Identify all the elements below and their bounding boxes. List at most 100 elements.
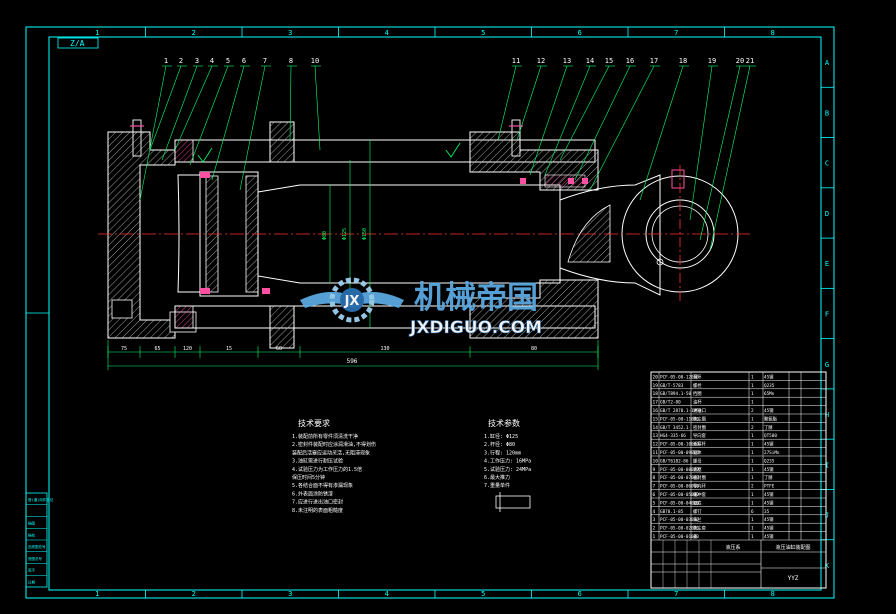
bom-desc: 活塞杆 (693, 441, 707, 448)
column-label-top: 8 (771, 29, 775, 37)
cylinder-section-view: Φ80 Φ125 Φ150 (98, 119, 752, 349)
grid-ticks (26, 27, 834, 598)
bom-index: 2 (653, 526, 656, 532)
part-balloon-label: 21 (746, 57, 754, 65)
bom-material: 45钢 (764, 491, 773, 498)
bom-desc: 耳环 (693, 374, 702, 380)
part-balloon-label: 6 (242, 57, 246, 65)
column-label-top: 1 (95, 29, 99, 37)
signoff-field: 日期 (28, 579, 35, 584)
bom-material: 45钢 (764, 407, 773, 414)
column-label-bottom: 6 (578, 590, 582, 598)
row-label: I (825, 461, 829, 469)
column-label-top: 5 (481, 29, 485, 37)
part-balloon-label: 2 (179, 57, 183, 65)
scale-box-label: Z/A (70, 39, 85, 48)
dim-total-label: 596 (347, 358, 358, 365)
column-label-bottom: 3 (288, 590, 292, 598)
bom-index: 3 (653, 517, 656, 523)
dim-segment-label: 130 (380, 346, 389, 352)
bom-qty: 1 (751, 526, 754, 532)
roughness-symbol-1 (197, 147, 213, 163)
part-balloon-label: 8 (289, 57, 293, 65)
signoff-field: 描校 (28, 532, 35, 537)
bom-code: HG4-335-66 (660, 433, 686, 439)
tech-param-line: 7.重量单件 (484, 482, 510, 489)
bom-qty: 1 (751, 416, 754, 422)
tech-param-line: 6.最大推力 (484, 474, 510, 481)
column-label-top: 7 (674, 29, 678, 37)
bom-code: PCF-05-00-04000 (660, 500, 699, 506)
part-balloon-label: 19 (708, 57, 716, 65)
bom-qty: 1 (751, 500, 754, 506)
bom-material: 45钢 (764, 516, 773, 523)
bom-material: Q235 (764, 383, 775, 389)
watermark-cn: 机械帝国 (414, 280, 538, 316)
column-label-bottom: 7 (674, 590, 678, 598)
bom-desc: 油杯 (693, 399, 702, 406)
scale-box (57, 37, 99, 49)
tech-param-line: 4.工作压力: 16MPa (484, 458, 531, 465)
bom-qty: 2 (751, 484, 754, 490)
bom-qty: 1 (751, 374, 754, 380)
roughness-symbol-2 (445, 142, 461, 158)
watermark-en: JXDIGUO.COM (409, 318, 542, 338)
dim-segment-label: 80 (531, 346, 537, 352)
bom-material: 45钢 (764, 533, 773, 540)
bom-code: PCF-05-00-12000 (660, 374, 699, 380)
bom-org: 液压系 (725, 544, 740, 551)
flange-bottom (269, 305, 295, 349)
bom-code: PCF-05-00-08000 (660, 467, 699, 473)
seal-marker-6 (200, 172, 210, 178)
part-balloon-label: 14 (586, 57, 594, 65)
column-label-top: 2 (192, 29, 196, 37)
watermark-gear-hub (340, 288, 364, 312)
bolt-left (132, 119, 142, 157)
rod-eye-retainer (656, 258, 664, 266)
bom-index: 4 (653, 509, 656, 515)
bom-desc: 进油口 (693, 407, 706, 414)
dim-segment-label: 60 (276, 346, 282, 352)
bom-code: PCF-05-00-06000 (660, 484, 699, 490)
bom-desc: 缸体 (693, 449, 702, 456)
bom-qty: 2 (751, 425, 754, 431)
column-label-bottom: 8 (771, 590, 775, 598)
bom-material: 45钢 (764, 499, 773, 506)
bom-material: 27SiMn (764, 450, 780, 456)
bom-index: 19 (653, 383, 659, 389)
barrel-top-hatch-left (174, 139, 194, 163)
bom-qty: 1 (751, 450, 754, 456)
part-balloon-label: 11 (512, 57, 520, 65)
part-balloon-label: 3 (195, 57, 199, 65)
tech-param-line: 1.缸径: Φ125 (484, 433, 518, 440)
signoff-field: 底图总号 (28, 556, 42, 561)
bom-index: 8 (653, 475, 656, 481)
column-label-bottom: 5 (481, 590, 485, 598)
cylinder-bottom-cap (107, 131, 176, 339)
dim-segment-label: 15 (226, 346, 232, 352)
bom-desc: 螺母 (693, 457, 702, 464)
seal-marker-5 (262, 288, 270, 294)
bom-index: 20 (653, 374, 659, 380)
tech-param-line: 5.试验压力: 24MPa (484, 466, 531, 473)
bom-desc: 密封圈 (693, 424, 706, 431)
part-balloon-label: 12 (537, 57, 545, 65)
bom-material: QT500 (764, 433, 777, 439)
bom-code: PCF-05-00-05000 (660, 492, 699, 498)
bom-desc: 挡圈 (693, 390, 702, 397)
part-balloon-label: 18 (679, 57, 687, 65)
bom-code: PCF-05-00-02000 (660, 526, 699, 532)
watermark-wing-left (300, 291, 352, 308)
column-label-top: 6 (578, 29, 582, 37)
bom-qty: 1 (751, 400, 754, 406)
bom-qty: 1 (751, 534, 754, 540)
bom-material: 45钢 (764, 466, 773, 473)
part-balloon-label: 1 (164, 57, 168, 65)
part-balloon-label: 7 (263, 57, 267, 65)
row-label: D (825, 210, 829, 218)
row-label: H (825, 411, 829, 419)
tech-req-line: 3.油缸需进行耐压试验 (292, 458, 343, 465)
